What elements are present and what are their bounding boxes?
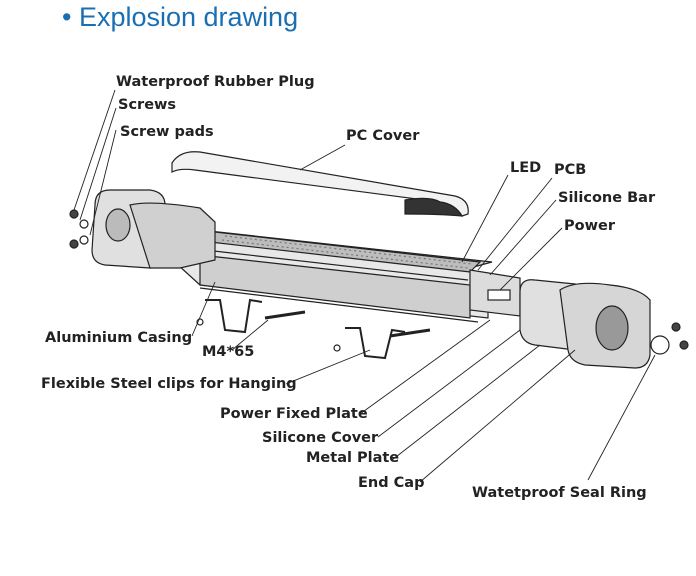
right-end-cap-part xyxy=(519,279,670,369)
right-screws-part xyxy=(671,322,689,350)
label-m4-65: M4*65 xyxy=(202,344,255,360)
title-text: Explosion drawing xyxy=(78,2,299,32)
left-screws-part xyxy=(69,209,89,249)
power-module-part xyxy=(469,269,521,317)
label-seal-ring: Watetproof Seal Ring xyxy=(472,485,647,501)
label-screws: Screws xyxy=(118,97,177,113)
label-metal-plate: Metal Plate xyxy=(306,450,400,466)
bolts-part xyxy=(264,310,431,338)
label-power: Power xyxy=(564,218,615,234)
label-end-cap: End Cap xyxy=(358,475,425,491)
pc-cover-part xyxy=(171,151,469,217)
title-bullet: • xyxy=(62,2,72,32)
label-silicone-cover: Silicone Cover xyxy=(262,430,379,446)
label-aluminium-casing: Aluminium Casing xyxy=(45,330,193,346)
label-led: LED xyxy=(510,160,542,176)
left-end-cap-part xyxy=(91,189,216,269)
label-silicone-bar: Silicone Bar xyxy=(558,190,656,206)
label-screw-pads: Screw pads xyxy=(120,124,214,140)
label-pcb: PCB xyxy=(554,162,587,178)
hanging-clips-part xyxy=(196,298,406,360)
label-pc-cover: PC Cover xyxy=(346,128,420,144)
page-title: • Explosion drawing xyxy=(62,2,298,33)
label-power-fixed-plate: Power Fixed Plate xyxy=(220,406,368,422)
leader-lines xyxy=(73,89,656,483)
label-waterproof-rubber-plug: Waterproof Rubber Plug xyxy=(116,74,315,90)
label-flexible-steel-clips: Flexible Steel clips for Hanging xyxy=(41,376,297,392)
